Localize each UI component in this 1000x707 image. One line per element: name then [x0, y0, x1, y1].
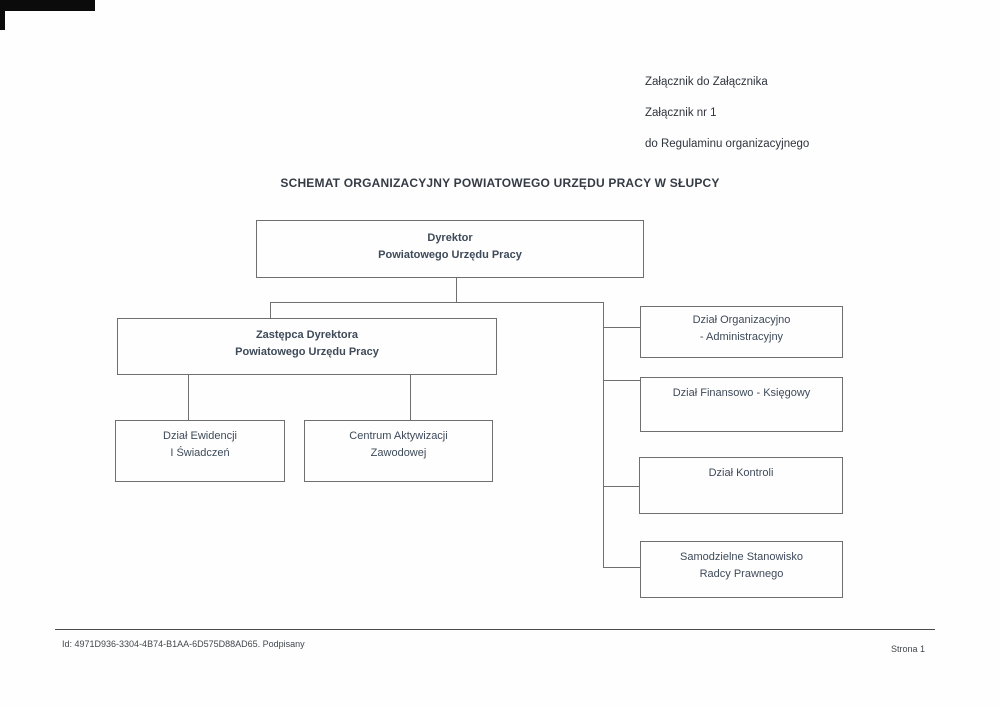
page-title: SCHEMAT ORGANIZACYJNY POWIATOWEGO URZĘDU…	[280, 176, 720, 190]
org-node-label: - Administracyjny	[699, 330, 784, 343]
org-node-label: Dział Kontroli	[708, 467, 774, 479]
footer-divider	[55, 629, 935, 630]
connector-zastepca-drop	[270, 302, 271, 319]
connector-stub-kontroli	[603, 486, 639, 487]
org-node-label: Samodzielne Stanowisko	[680, 551, 803, 563]
org-node-dzial-ewidencji: Dział Ewidencji I Świadczeń	[115, 420, 285, 482]
scan-edge-artifact	[0, 0, 5, 30]
org-node-dzial-finansowo: Dział Finansowo - Księgowy	[640, 377, 843, 432]
org-node-label: Dział Organizacyjno	[692, 314, 791, 326]
org-node-label: Zastępca Dyrektora	[255, 329, 359, 341]
org-node-label: Powiatowego Urzędu Pracy	[378, 248, 522, 261]
document-id-text: Id: 4971D936-3304-4B74-B1AA-6D575D88AD65…	[62, 639, 305, 649]
connector-stub-samodzielne	[603, 567, 640, 568]
org-node-label: Radcy Prawnego	[699, 567, 784, 580]
org-node-label: Dyrektor	[427, 232, 473, 244]
scan-corner-artifact	[0, 0, 95, 11]
org-node-centrum-aktywizacji: Centrum Aktywizacji Zawodowej	[304, 420, 493, 482]
connector-right-trunk	[603, 302, 604, 568]
org-node-label: Zawodowej	[370, 446, 427, 459]
connector-centrum-drop	[410, 374, 411, 420]
attachment-note: Załącznik do Załącznika Załącznik nr 1 d…	[645, 76, 809, 169]
org-node-label: Dział Finansowo - Księgowy	[672, 387, 811, 399]
org-node-label: Dział Ewidencji	[163, 430, 237, 442]
connector-dyrektor-drop	[456, 277, 457, 303]
attachment-line: Załącznik nr 1	[645, 107, 717, 119]
org-node-label: Powiatowego Urzędu Pracy	[235, 345, 379, 358]
attachment-line: Załącznik do Załącznika	[645, 76, 768, 88]
org-node-label: Centrum Aktywizacji	[349, 430, 448, 442]
connector-stub-organizacyjno	[603, 327, 640, 328]
connector-ewidencji-drop	[188, 374, 189, 420]
connector-main-horizontal	[270, 302, 604, 303]
org-node-dzial-organizacyjno: Dział Organizacyjno - Administracyjny	[640, 306, 843, 358]
connector-stub-finansowo	[603, 380, 640, 381]
page-number: Strona 1	[891, 644, 926, 654]
org-node-samodzielne-stanowisko: Samodzielne Stanowisko Radcy Prawnego	[640, 541, 843, 598]
org-node-label: I Świadczeń	[170, 446, 230, 459]
org-node-dyrektor: Dyrektor Powiatowego Urzędu Pracy	[256, 220, 644, 278]
org-node-zastepca-dyrektora: Zastępca Dyrektora Powiatowego Urzędu Pr…	[117, 318, 497, 375]
org-node-dzial-kontroli: Dział Kontroli	[639, 457, 843, 514]
attachment-line: do Regulaminu organizacyjnego	[645, 138, 810, 150]
